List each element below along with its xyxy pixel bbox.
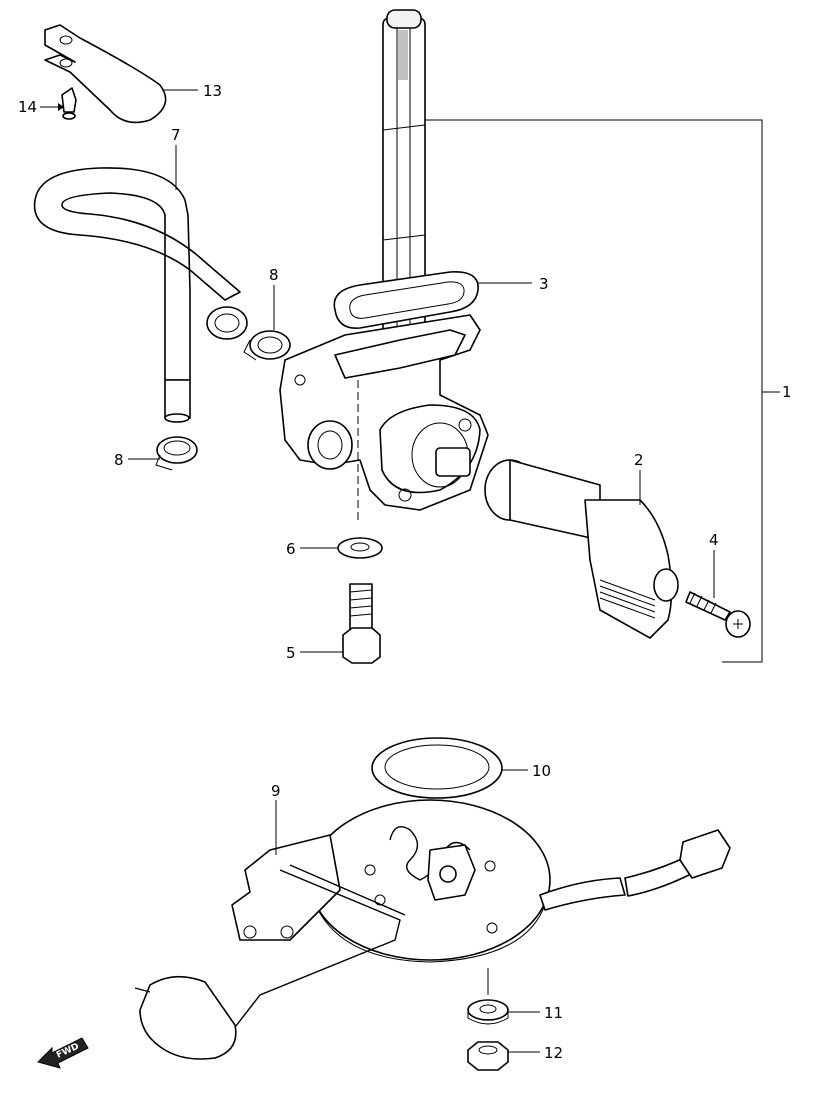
part-2-lever [484,459,679,639]
callout-13: 13 [203,82,222,100]
part-9-fuel-gauge [134,799,731,1060]
callout-5: 5 [286,644,296,662]
part-7-hose [33,167,248,423]
callout-6: 6 [286,540,296,558]
part-11-washer [467,999,509,1025]
part-8-clamp-lower [155,436,198,471]
part-3-gasket [333,271,479,329]
fuel-cock-body [279,314,489,520]
callout-8-lower: 8 [114,451,124,469]
callout-2: 2 [634,451,644,469]
callout-14: 14 [18,98,37,116]
callout-11: 11 [544,1004,563,1022]
part-4-screw [685,591,751,638]
callout-12: 12 [544,1044,563,1062]
callout-1: 1 [782,383,792,401]
part-13-strap [44,24,167,124]
callout-8-upper: 8 [269,266,279,284]
part-1-strainer-tube [382,9,426,359]
part-6-washer [337,537,383,559]
fwd-arrow-icon: FWD [37,1037,89,1069]
part-5-bolt [342,583,381,664]
part-14-clip [61,87,77,120]
callout-9: 9 [271,782,281,800]
part-8-clamp-upper [243,330,291,361]
callout-labels: 1 2 3 4 5 6 7 8 8 9 10 11 12 13 14 [18,82,792,1062]
callout-10: 10 [532,762,551,780]
callout-3: 3 [539,275,549,293]
callout-7: 7 [171,126,181,144]
part-12-nut [467,1041,509,1071]
leader-lines [40,89,780,1053]
callout-4: 4 [709,531,719,549]
part-10-o-ring [371,737,503,799]
